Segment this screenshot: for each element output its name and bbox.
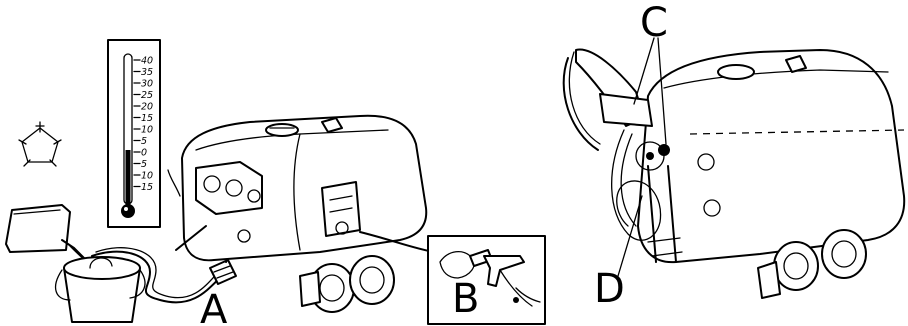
pressure-washer-front-view [168,116,426,312]
thermometer-tick-label: 10 [141,171,153,182]
thermometer-tick-label: 5 [141,159,147,170]
callout-b: B [452,276,479,322]
frost-symbol-icon [19,122,61,166]
callout-c: C [640,0,668,46]
thermometer-tick-label: 35 [141,67,153,78]
pressure-washer-rear-view [638,50,904,298]
thermometer-tick-label: 10 [141,125,153,136]
water-bucket [56,257,145,322]
thermometer-tick-label: 20 [141,102,153,113]
thermometer-tick-label: 30 [141,79,153,90]
thermometer-tick-label: 15 [141,113,153,124]
thermometer-tick-label: 25 [141,90,153,101]
thermometer-tick-label: 40 [141,56,153,67]
callout-a: A [200,287,228,326]
thermometer-tick-label: 0 [141,148,147,159]
thermometer-tick-label: 5 [141,136,147,147]
inset-b-frame [428,236,545,324]
callout-d: D [594,266,625,312]
thermometer-tick-label: 15 [141,182,153,193]
